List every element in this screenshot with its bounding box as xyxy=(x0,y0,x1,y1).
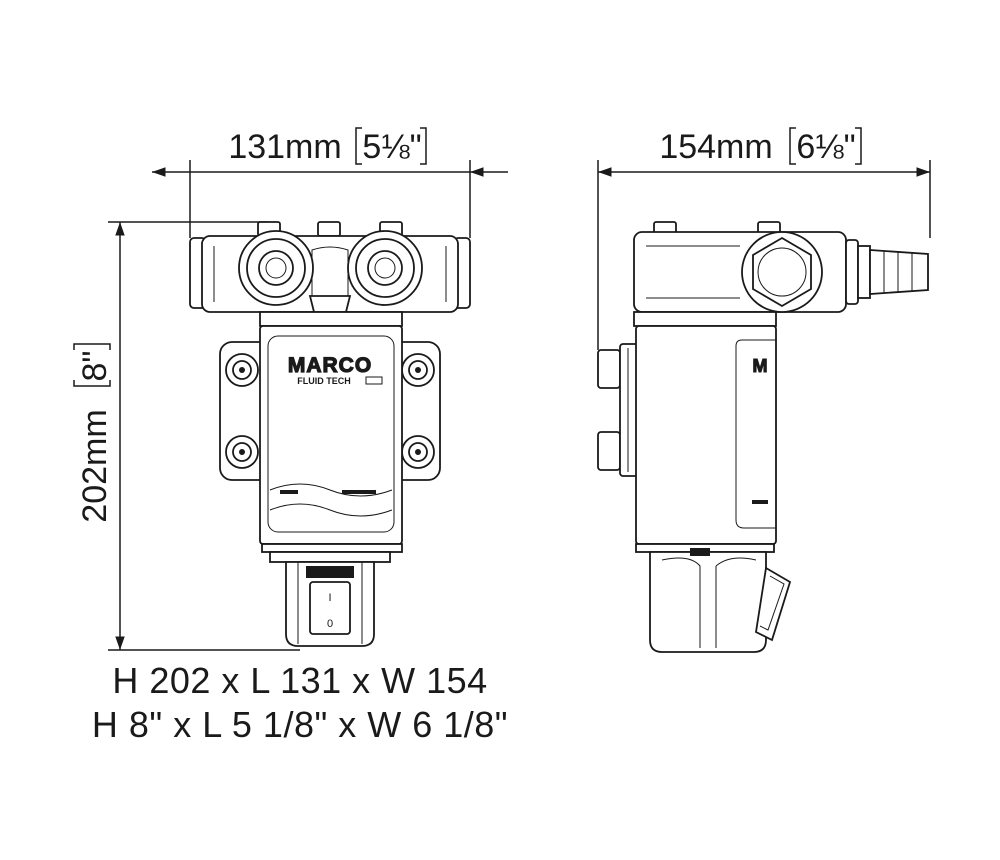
switch-off-label: 0 xyxy=(327,618,333,630)
pump-front-view: MARCO FLUID TECH I 0 xyxy=(189,221,471,647)
height-dimension: 202mm 8" xyxy=(73,221,300,651)
width-imperial-label: 6⅛" xyxy=(796,128,855,166)
caption-dimensions-imperial: H 8" x L 5 1/8" x W 6 1/8" xyxy=(91,704,509,745)
length-imperial-label: 5⅛" xyxy=(362,128,421,166)
brand-subtitle: FLUID TECH xyxy=(297,376,351,386)
width-dimension: 154mm 6⅛" xyxy=(597,127,931,350)
length-dimension: 131mm 5⅛" xyxy=(152,127,508,238)
brand-logo: MARCO xyxy=(288,354,372,377)
pump-side-view: M xyxy=(597,221,929,653)
width-metric-label: 154mm xyxy=(659,128,772,166)
switch-on-label: I xyxy=(328,592,331,604)
height-metric-label: 202mm xyxy=(76,409,114,522)
caption-dimensions-metric: H 202 x L 131 x W 154 xyxy=(112,660,488,701)
side-brand-mark: M xyxy=(753,356,768,376)
length-metric-label: 131mm xyxy=(228,128,341,166)
height-imperial-label: 8" xyxy=(76,351,114,382)
